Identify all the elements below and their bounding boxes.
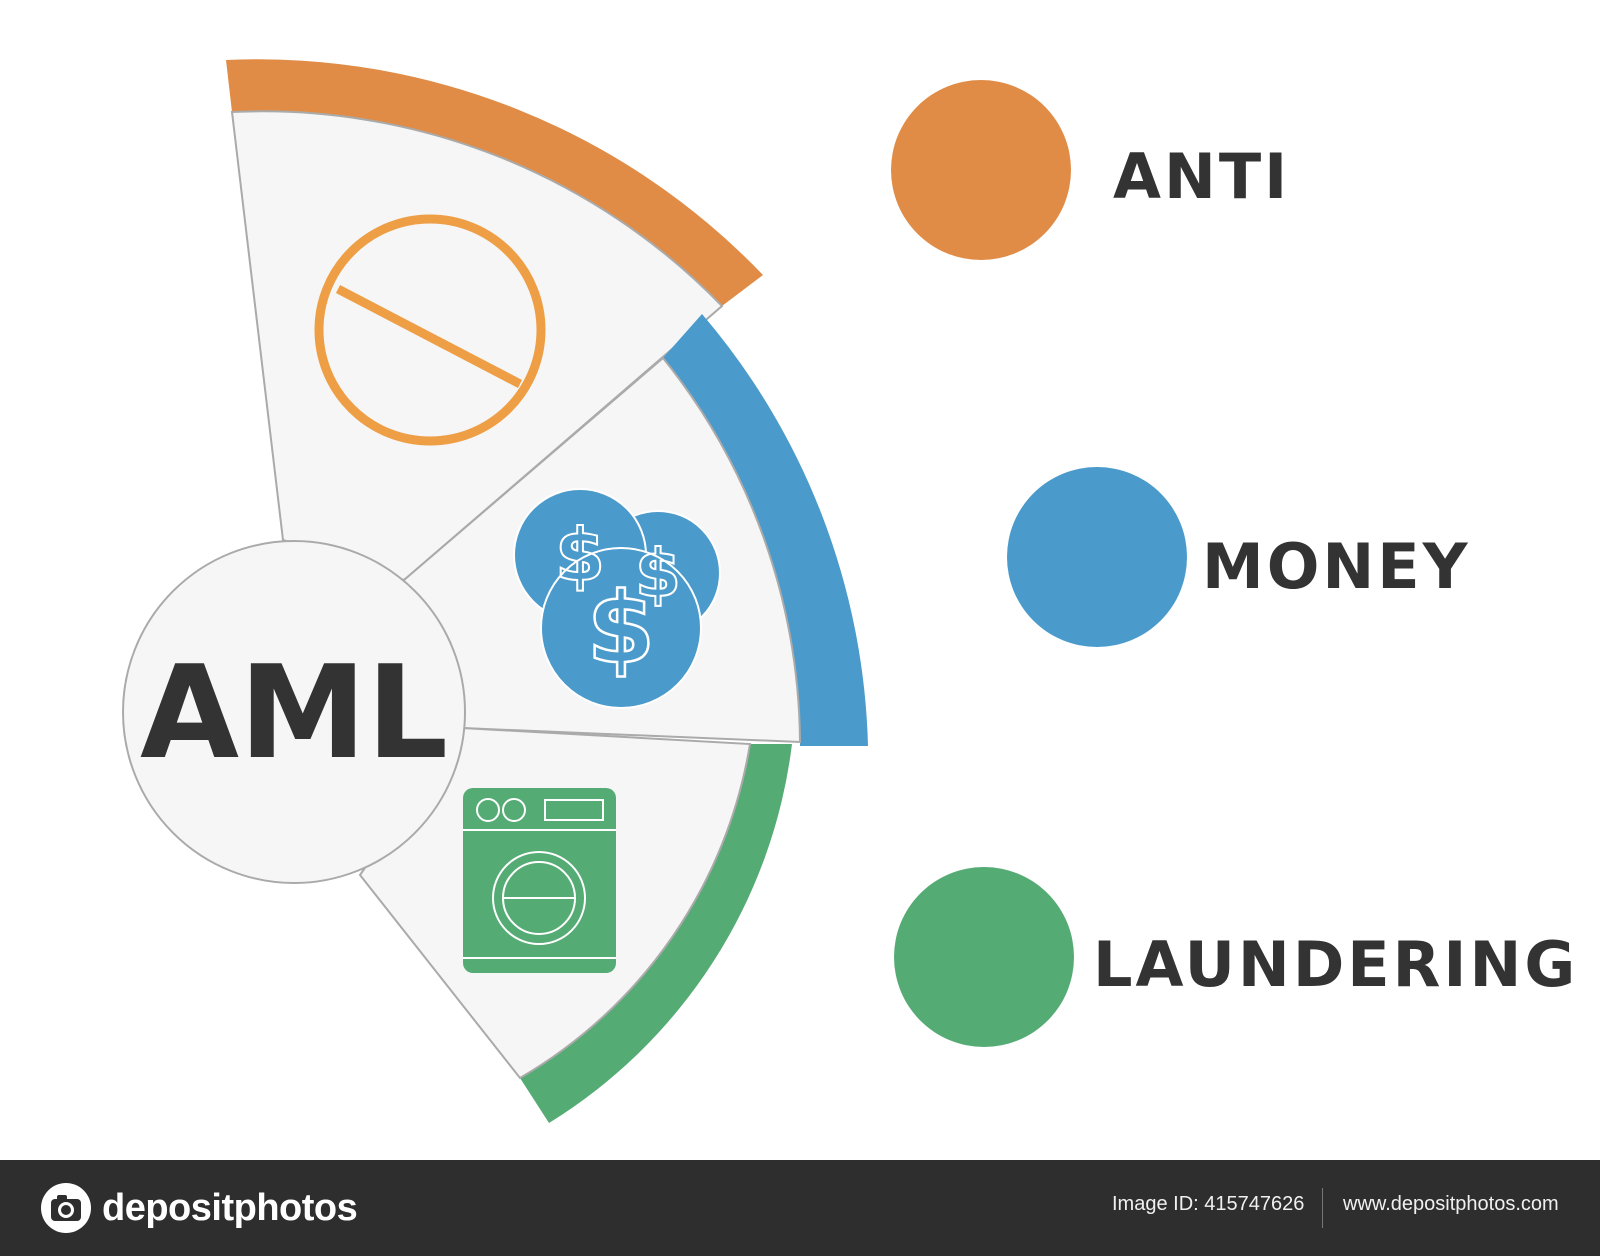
arc-band-laundering bbox=[520, 744, 792, 1123]
washing-machine-icon bbox=[463, 788, 616, 973]
prohibited-icon bbox=[314, 214, 546, 446]
segment-money: $ $ $ bbox=[402, 314, 868, 746]
arc-band-money bbox=[663, 314, 868, 746]
segment-anti bbox=[226, 59, 763, 582]
image-id: Image ID: 415747626 bbox=[1112, 1193, 1305, 1215]
site-link[interactable]: www.depositphotos.com bbox=[1343, 1193, 1559, 1215]
svg-text:$: $ bbox=[555, 513, 605, 597]
footer-bar: depositphotos Image ID: 415747626 www.de… bbox=[0, 1160, 1600, 1256]
dollar-coins-icon: $ $ $ bbox=[513, 488, 721, 709]
arc-band-anti bbox=[226, 59, 763, 307]
svg-text:$: $ bbox=[587, 572, 655, 686]
segment-panel-anti bbox=[230, 110, 724, 582]
label-laundering: LAUNDERING bbox=[1093, 928, 1579, 1001]
legend-dot-money bbox=[1007, 467, 1187, 647]
legend-dot-anti bbox=[891, 80, 1071, 260]
label-anti: ANTI bbox=[1113, 140, 1291, 213]
center-label: AML bbox=[140, 639, 448, 788]
brand-name: depositphotos bbox=[102, 1186, 358, 1229]
legend-dot-laundering bbox=[894, 867, 1074, 1047]
svg-text:$: $ bbox=[635, 535, 681, 612]
camera-icon bbox=[41, 1183, 91, 1233]
label-money: MONEY bbox=[1202, 530, 1471, 603]
brand-logo[interactable]: depositphotos bbox=[40, 1182, 358, 1234]
segment-laundering bbox=[358, 726, 792, 1123]
center-badge: AML bbox=[122, 540, 466, 884]
footer-divider bbox=[1322, 1188, 1323, 1228]
aml-diagram: $ $ $ AML bbox=[122, 59, 1187, 1123]
